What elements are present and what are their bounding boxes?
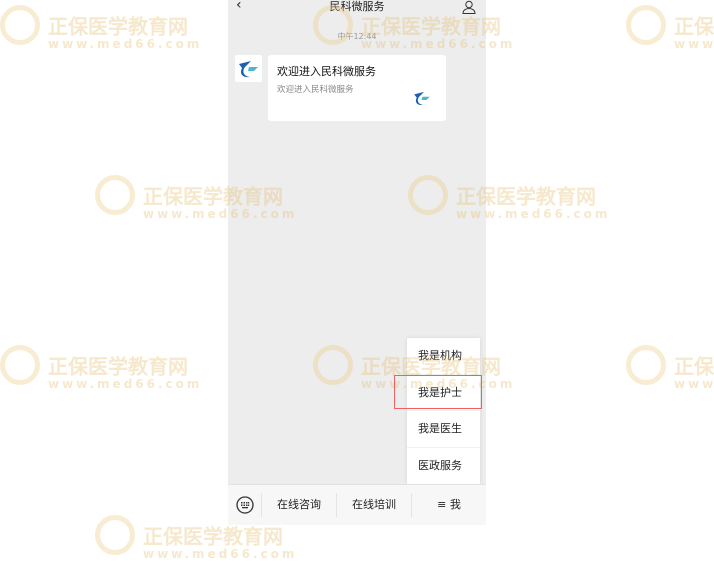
header: ‹ 民科微服务 xyxy=(228,0,486,16)
message-desc: 欢迎进入民科微服务 xyxy=(277,85,354,95)
user-icon[interactable] xyxy=(462,0,476,14)
keyboard-icon xyxy=(235,496,254,514)
timestamp: 中午12:44 xyxy=(337,32,377,41)
chat-screen: ‹ 民科微服务 中午12:44 欢迎进入民科微服务 欢迎进入民科微服务 我是机构… xyxy=(228,0,486,525)
menu-item-medical-admin[interactable]: 医政服务 xyxy=(418,458,462,472)
tab-online-consult[interactable]: 在线咨询 xyxy=(262,493,337,517)
menu-item-nurse[interactable]: 我是护士 xyxy=(407,375,480,411)
bottom-menu-bar: 在线咨询 在线培训 ≡ 我 xyxy=(228,484,486,525)
brand-logo-icon xyxy=(239,61,258,78)
highlight-box xyxy=(394,375,482,409)
menu-item-institution[interactable]: 我是机构 xyxy=(407,338,480,375)
menu-item-doctor[interactable]: 我是医生 xyxy=(407,411,480,448)
message-card[interactable]: 欢迎进入民科微服务 欢迎进入民科微服务 xyxy=(268,55,446,121)
popup-menu: 我是机构 我是护士 我是医生 医政服务 xyxy=(407,338,480,484)
avatar[interactable] xyxy=(235,55,262,82)
tab-me[interactable]: ≡ 我 xyxy=(437,498,461,511)
keyboard-button[interactable] xyxy=(228,493,262,517)
page-title: 民科微服务 xyxy=(329,0,385,13)
back-button[interactable]: ‹ xyxy=(236,0,242,13)
message-title: 欢迎进入民科微服务 xyxy=(277,65,376,78)
brand-logo-icon xyxy=(414,91,430,106)
tab-online-training[interactable]: 在线培训 xyxy=(337,493,412,517)
